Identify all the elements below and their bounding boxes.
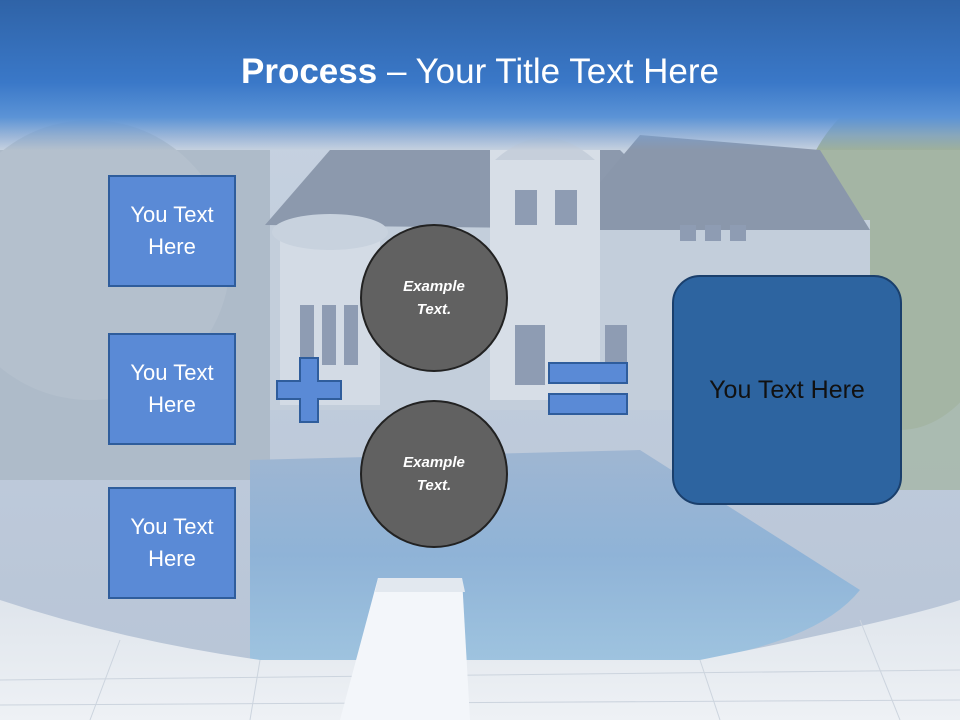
example-circle-2[interactable]: Example Text.	[360, 400, 508, 548]
title-text: Your Title Text Here	[415, 52, 720, 91]
text-box-2[interactable]: You Text Here	[108, 333, 236, 445]
title-banner	[0, 0, 960, 150]
equals-icon	[548, 362, 628, 415]
slide-title: Process – Your Title Text Here	[0, 52, 960, 92]
example-circle-1[interactable]: Example Text.	[360, 224, 508, 372]
title-dash: –	[377, 52, 416, 91]
text-box-3[interactable]: You Text Here	[108, 487, 236, 599]
title-bold: Process	[241, 52, 378, 91]
text-box-1[interactable]: You Text Here	[108, 175, 236, 287]
result-box[interactable]: You Text Here	[672, 275, 902, 505]
plus-icon	[276, 357, 342, 423]
